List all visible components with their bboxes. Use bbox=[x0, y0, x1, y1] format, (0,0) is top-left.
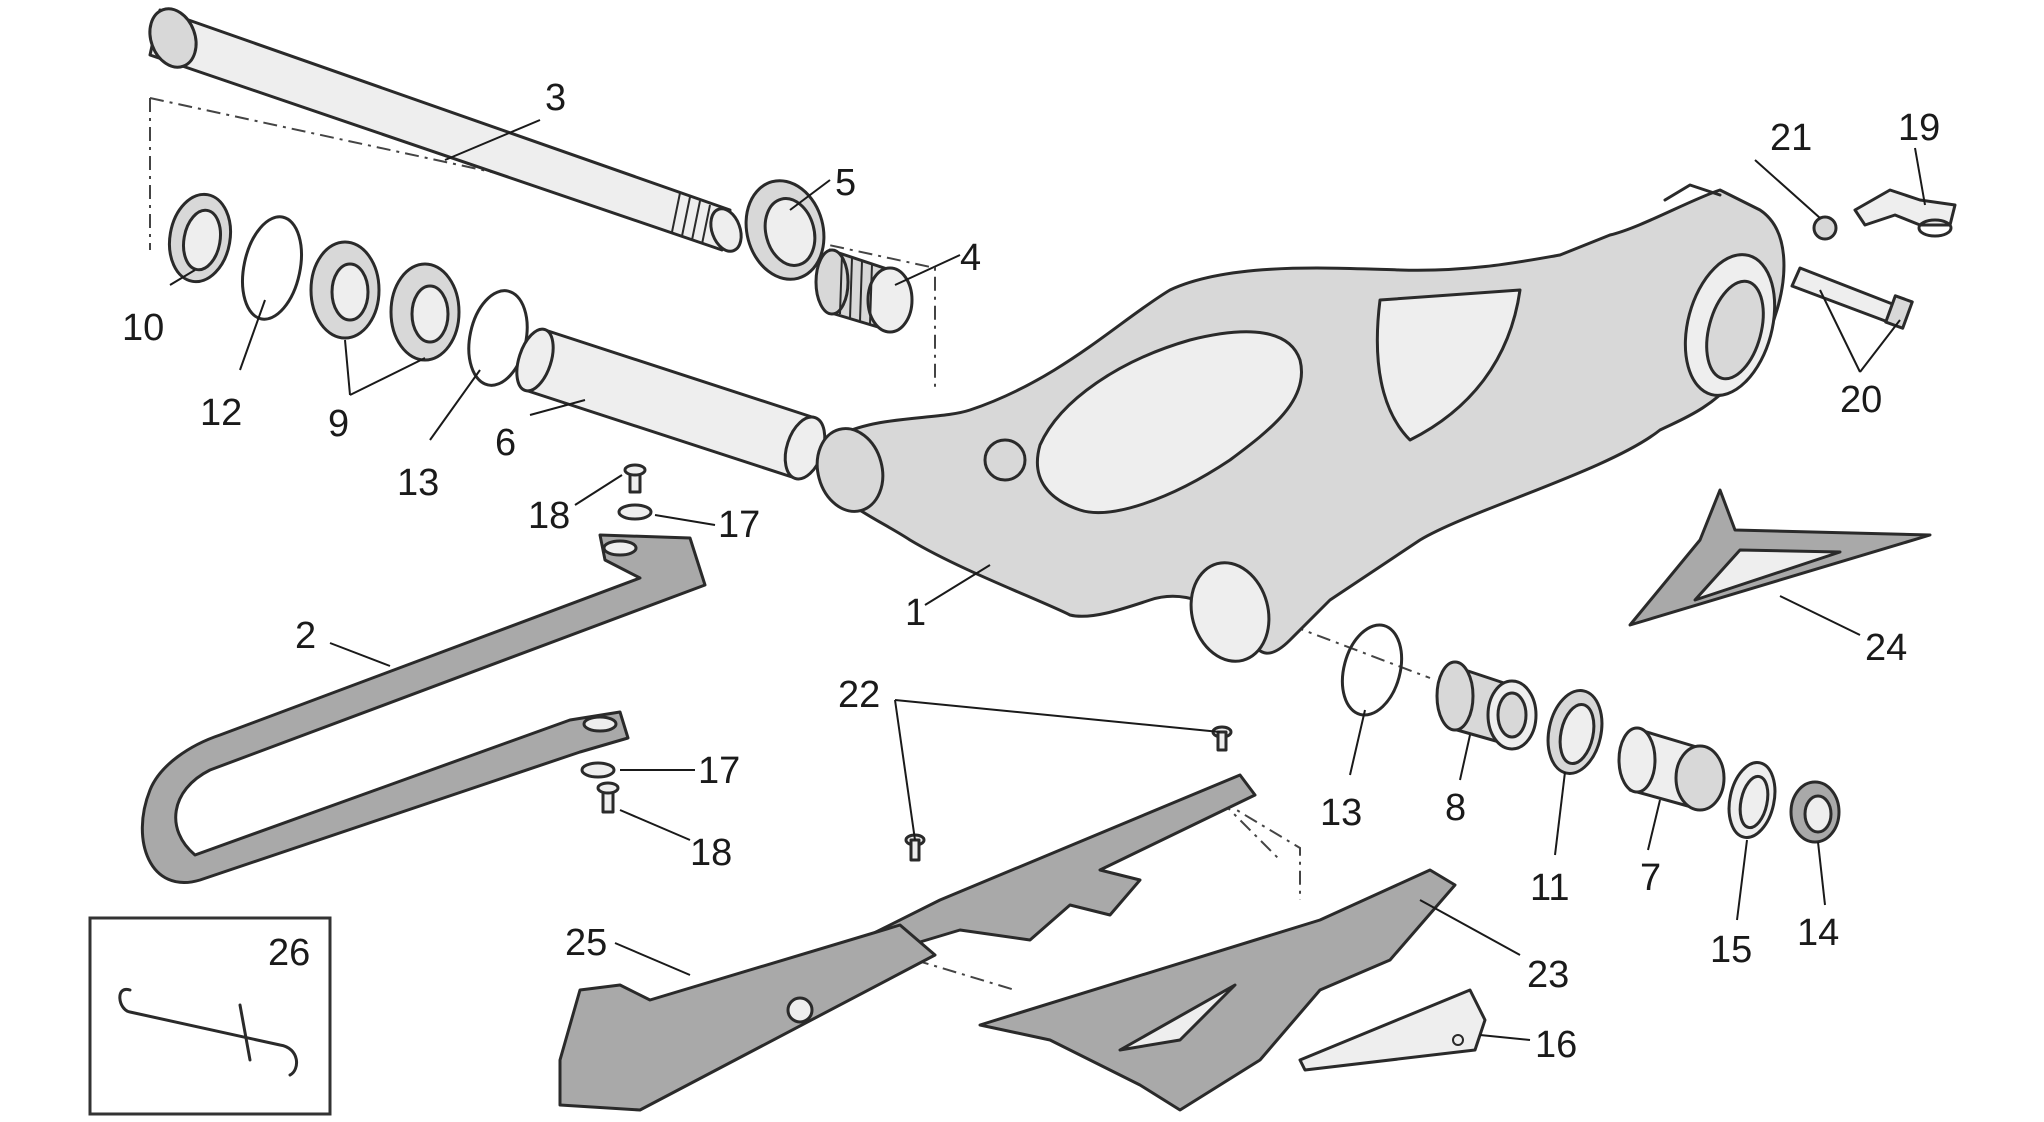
callout-16: 16 bbox=[1535, 1024, 1577, 1066]
part-20-bolt bbox=[1790, 266, 1914, 330]
part-24-chain-guide-plate bbox=[1628, 488, 1932, 627]
callout-26: 26 bbox=[268, 932, 310, 974]
callout-19: 19 bbox=[1898, 107, 1940, 149]
part-26-inset bbox=[88, 916, 332, 1116]
part-23-chain-guard bbox=[978, 868, 1457, 1112]
callout-21: 21 bbox=[1770, 117, 1812, 159]
part-6-spacer-tube bbox=[515, 327, 827, 481]
part-13-o-ring-lower bbox=[1340, 623, 1404, 717]
callout-17-upper: 17 bbox=[718, 504, 760, 546]
callout-20: 20 bbox=[1840, 379, 1882, 421]
leader-lines bbox=[169, 119, 1926, 1041]
part-3-swingarm-axle bbox=[148, 7, 743, 253]
callout-24: 24 bbox=[1865, 627, 1907, 669]
part-10-seal bbox=[167, 192, 233, 284]
part-4-threaded-bushing bbox=[814, 248, 914, 334]
assembly-guide-lines bbox=[149, 97, 1431, 991]
part-17-18-fixing-upper bbox=[617, 463, 653, 521]
part-2-chain-slider bbox=[140, 533, 707, 884]
part-19-bracket bbox=[1853, 188, 1957, 238]
callout-13-lower: 13 bbox=[1320, 792, 1362, 834]
part-7-bushing bbox=[1617, 726, 1726, 812]
part-8-needle-bearing bbox=[1435, 660, 1538, 751]
callout-14: 14 bbox=[1797, 912, 1839, 954]
part-11-washer bbox=[1546, 689, 1604, 775]
callout-25: 25 bbox=[565, 922, 607, 964]
callout-12: 12 bbox=[200, 392, 242, 434]
callout-15: 15 bbox=[1710, 929, 1752, 971]
callout-7: 7 bbox=[1640, 857, 1661, 899]
part-25-lower-chain-guard bbox=[558, 773, 1257, 1112]
callout-2: 2 bbox=[295, 615, 316, 657]
callout-8: 8 bbox=[1445, 787, 1466, 829]
callout-17-lower: 17 bbox=[698, 750, 740, 792]
callout-labels: 1 2 3 4 5 6 7 8 9 10 11 12 13 13 14 15 1… bbox=[122, 77, 1940, 1066]
part-12-circlip bbox=[241, 215, 303, 321]
callout-9: 9 bbox=[328, 403, 349, 445]
callout-11: 11 bbox=[1530, 867, 1569, 909]
part-22-screws bbox=[904, 725, 1233, 862]
part-5-ring-nut bbox=[744, 179, 826, 281]
callout-4: 4 bbox=[960, 237, 981, 279]
callout-23: 23 bbox=[1527, 954, 1569, 996]
callout-18-lower: 18 bbox=[690, 832, 732, 874]
callout-18-upper: 18 bbox=[528, 495, 570, 537]
part-15-shim bbox=[1727, 761, 1777, 839]
part-21-nut bbox=[1812, 215, 1838, 241]
part-14-nut bbox=[1789, 780, 1841, 844]
callout-10: 10 bbox=[122, 307, 164, 349]
callout-22: 22 bbox=[838, 674, 880, 716]
callout-3: 3 bbox=[545, 77, 566, 119]
callout-1: 1 bbox=[905, 592, 926, 634]
callout-5: 5 bbox=[835, 162, 856, 204]
part-9-bearings bbox=[309, 240, 461, 362]
callout-13-upper: 13 bbox=[397, 462, 439, 504]
part-16-plate bbox=[1298, 988, 1487, 1072]
part-17-18-fixing-lower bbox=[580, 761, 620, 814]
part-1-swingarm bbox=[815, 183, 1786, 663]
callout-6: 6 bbox=[495, 422, 516, 464]
